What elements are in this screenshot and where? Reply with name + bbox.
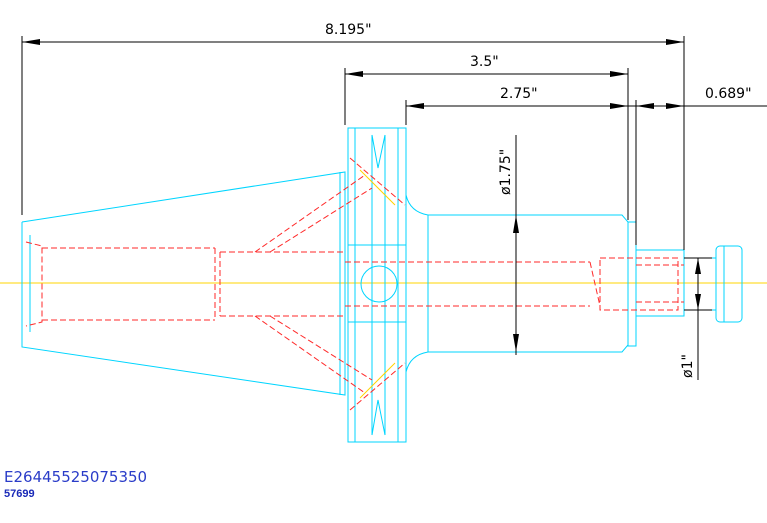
- taper-shank: [21, 171, 346, 396]
- body-diameter-label: ø1.75": [498, 149, 514, 195]
- part-number: 57699: [4, 488, 35, 500]
- thread-lines: [359, 169, 396, 399]
- cross-hole: [360, 265, 398, 303]
- flange: [347, 127, 407, 443]
- tip-length-label: 0.689": [705, 86, 752, 102]
- body-length-label: 2.75": [500, 86, 538, 102]
- part-code: E26445525075350: [4, 468, 147, 486]
- hidden-lines: [25, 157, 684, 411]
- holder-outline: [21, 127, 743, 443]
- tip: [683, 257, 717, 311]
- overall-length-label: 8.195": [325, 22, 372, 38]
- dimension-lines: [21, 36, 767, 380]
- tip-diameter-label: ø1": [680, 354, 696, 378]
- flange-to-end-label: 3.5": [470, 54, 499, 70]
- tip-cap: [715, 245, 743, 323]
